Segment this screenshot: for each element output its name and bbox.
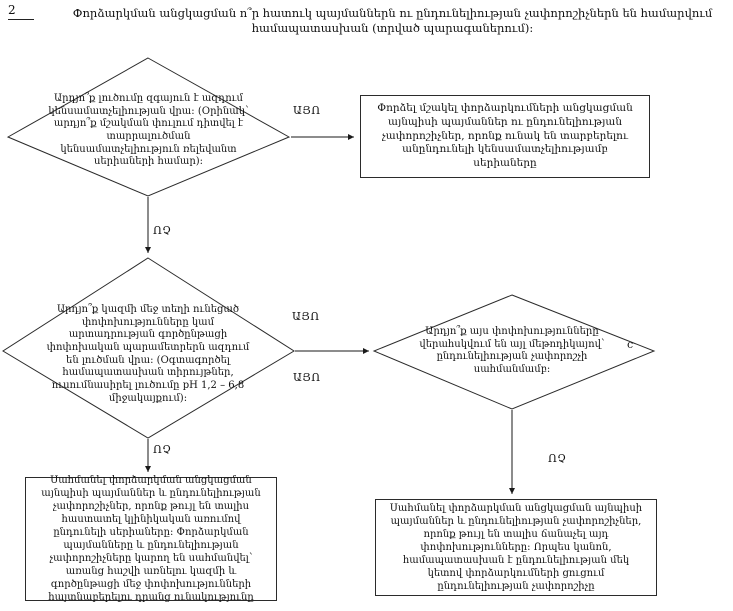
action-box-develop-conditions: Փորձել մշակել փորձարկումների անցկացման ա…: [360, 95, 650, 178]
action-box-establish-clinical-text: Սահմանել փորձարկման անցկացման այնպիսի պա…: [41, 475, 261, 603]
edge-label-d2-yes-bottom: ԱՅՈ: [293, 371, 321, 384]
decision-2-text: Արդյո՞ք կազմի մեջ տեղի ունեցած փոփոխությ…: [46, 304, 250, 404]
decision-3-text: Արդյո՞ք այս փոփոխությունները վերահսկվում…: [419, 326, 605, 376]
connector-c-label: c: [627, 338, 634, 351]
action-box-establish-clinical: Սահմանել փորձարկման անցկացման այնպիսի պա…: [25, 475, 277, 603]
edge-label-d2-no: ՈՉ: [153, 443, 172, 456]
edge-label-d1-no: ՈՉ: [153, 224, 172, 237]
edge-label-d3-no: ՈՉ: [548, 452, 567, 465]
edge-label-d1-yes: ԱՅՈ: [293, 104, 321, 117]
edge-label-d2-yes-top: ԱՅՈ: [292, 310, 320, 323]
action-box-establish-detecting-text: Սահմանել փորձարկման անցկացման այնպիսի պա…: [389, 503, 643, 592]
page-number: 2: [8, 3, 34, 20]
decision-1-text: Արդյո՞ք լուծումը զգայուն է ազդում կենսամ…: [48, 93, 249, 168]
action-box-establish-detecting: Սահմանել փորձարկման անցկացման այնպիսի պա…: [375, 499, 657, 596]
decision-diamond-1: [6, 57, 291, 197]
action-box-develop-conditions-text: Փորձել մշակել փորձարկումների անցկացման ա…: [377, 102, 633, 169]
decision-diamond-2: [2, 257, 295, 439]
flowchart-title: Փորձարկման անցկացման ո՞ր հատուկ պայմաննե…: [72, 6, 713, 35]
decision-diamond-3: [372, 294, 656, 410]
